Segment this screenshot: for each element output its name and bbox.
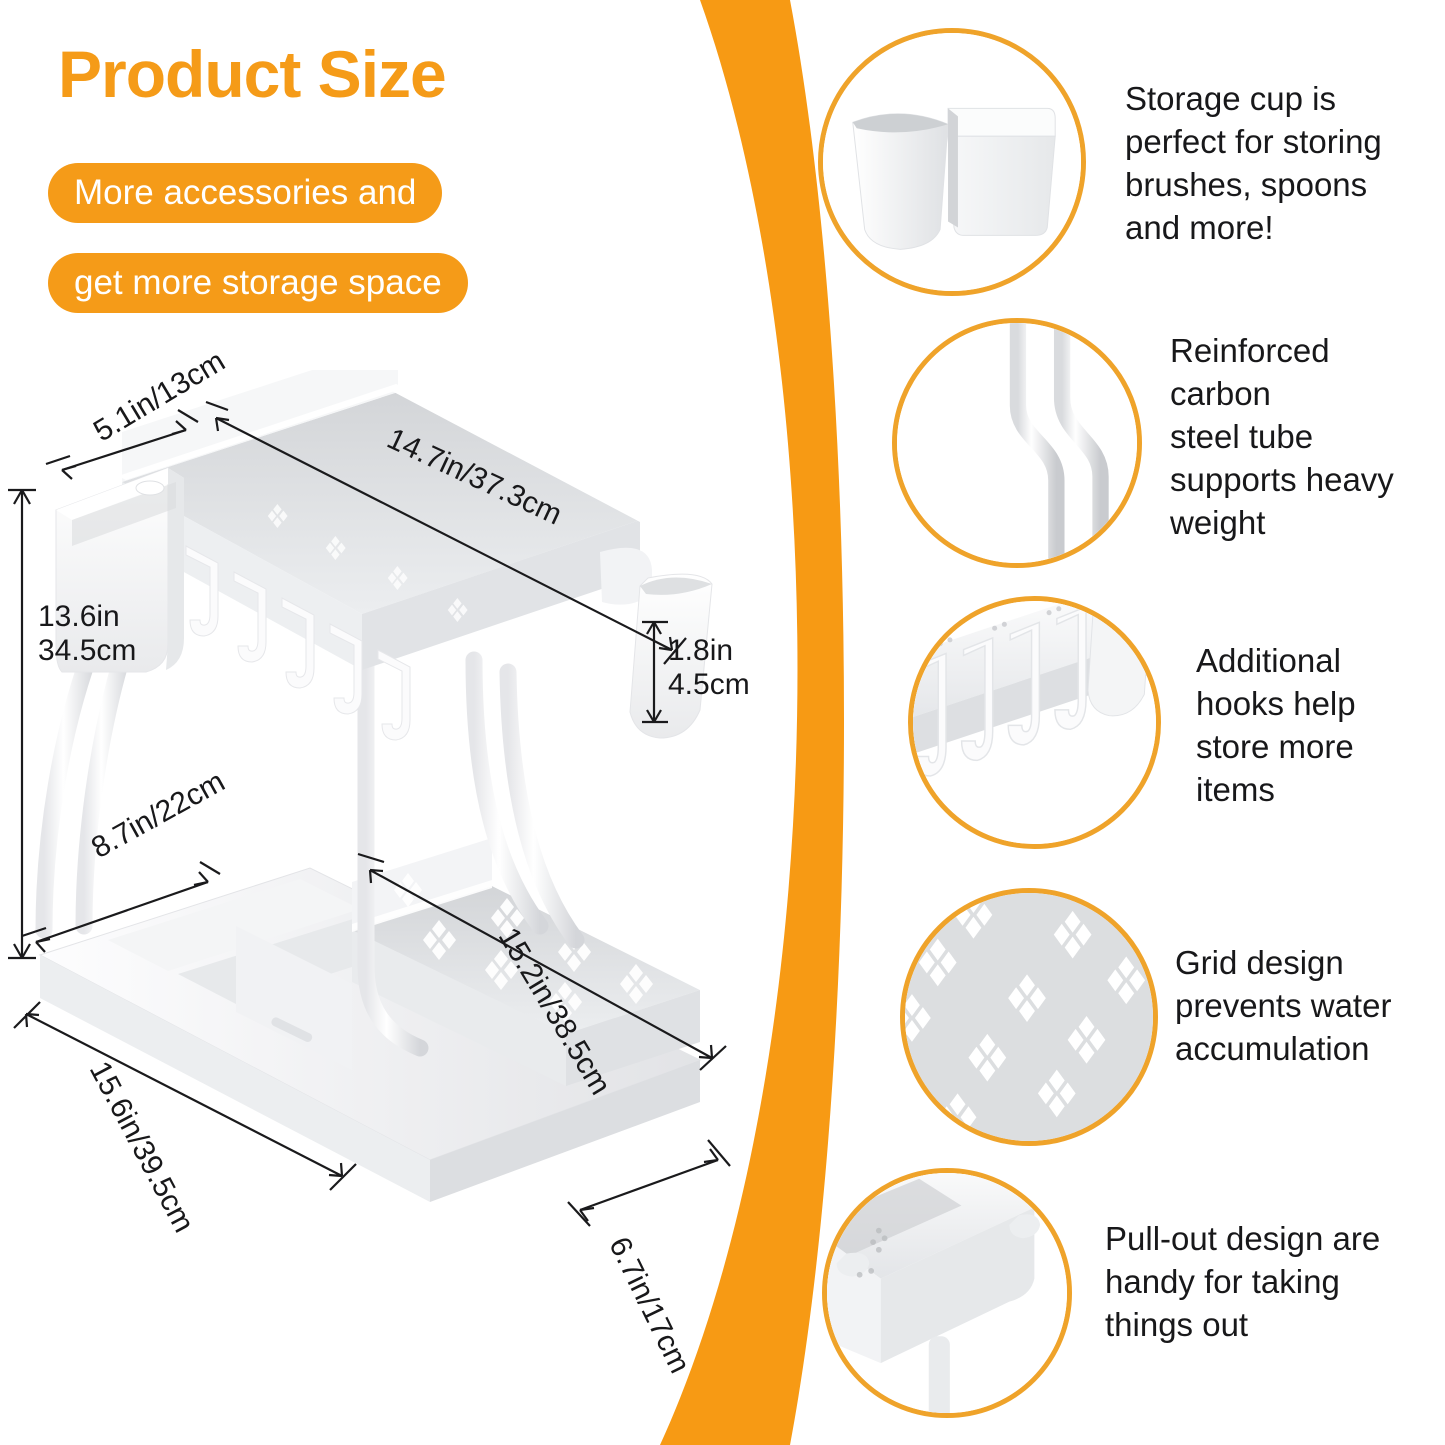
support-tube-right-rear [465, 651, 549, 935]
hook-group [185, 545, 411, 741]
dim-label-shelf-lip-height: 1.8in 4.5cm [668, 634, 750, 701]
grid-perforations [394, 873, 653, 1022]
left-panel: Product Size More accessories and get mo… [0, 0, 750, 1445]
feature-text-pullout-tray: Pull-out design are handy for taking thi… [1105, 1220, 1381, 1343]
dim-label-overall-height: 13.6in 34.5cm [38, 600, 137, 667]
right-panel: Storage cup is perfect for storing brush… [800, 0, 1445, 1445]
feature-text-hooks: Additional hooks help store more items [1196, 642, 1356, 808]
feature-circle-pullout-tray [822, 1168, 1072, 1418]
left-storage-cup-side [166, 468, 184, 670]
base-rail-left [108, 879, 360, 971]
tagline-pill-2: get more storage space [48, 253, 468, 313]
hook [329, 623, 363, 715]
feature-text-storage-cups: Storage cup is perfect for storing brush… [1125, 80, 1382, 246]
base-divider-bin [236, 926, 352, 1070]
pullout-tray-rim [352, 880, 492, 932]
tagline-pill-2-label: get more storage space [74, 263, 442, 302]
hook [185, 545, 219, 637]
product-diagram-svg [8, 370, 731, 1227]
grid-holes-icon [905, 893, 1153, 1141]
product-illustration [0, 370, 790, 1320]
pullout-tray-back-wall [352, 838, 492, 930]
top-shelf-front-wall-right [362, 520, 640, 670]
support-tube-back-left [35, 631, 104, 939]
dimension-lines [8, 400, 731, 1227]
page-title: Product Size [58, 37, 447, 111]
pullout-tray-icon [827, 1173, 1067, 1413]
support-tube-right-front [499, 663, 585, 949]
storage-cups-icon [823, 33, 1081, 291]
hooks-icon [913, 601, 1156, 844]
pullout-tray-front-wall [352, 930, 566, 1086]
feature-text-steel-tube: Reinforced carbon steel tube supports he… [1170, 332, 1394, 541]
base-platform-side [40, 955, 430, 1202]
base-platform-front [430, 1060, 700, 1202]
tray-handle-slot [271, 1017, 313, 1043]
top-shelf-end-lip [600, 547, 652, 605]
left-storage-cup-inner [72, 482, 176, 546]
tagline-pill-1-label: More accessories and [74, 173, 417, 212]
feature-text-grid-holes: Grid design prevents water accumulation [1175, 944, 1392, 1067]
feature-circle-grid-holes [900, 888, 1158, 1146]
hook [281, 597, 315, 689]
feature-circle-storage-cups [818, 28, 1086, 296]
support-tube-center [357, 623, 429, 1057]
top-shelf-rim-right [390, 384, 648, 522]
top-shelf-rim-back [118, 384, 404, 480]
feature-circle-hooks [908, 596, 1161, 849]
hook [377, 649, 411, 741]
shelf-mount-hole [135, 480, 165, 496]
tagline-pill-1: More accessories and [48, 163, 443, 223]
steel-tube-icon [897, 323, 1137, 563]
feature-circle-steel-tube [892, 318, 1142, 568]
hook [233, 571, 267, 663]
